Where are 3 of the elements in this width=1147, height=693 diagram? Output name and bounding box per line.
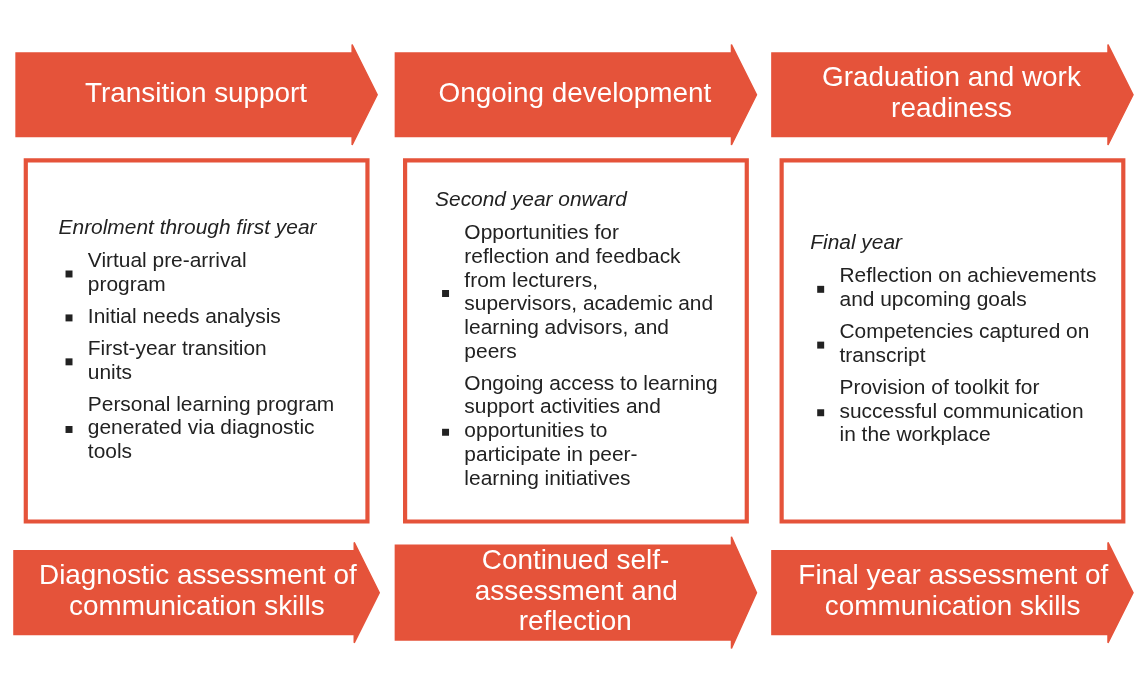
node-box: Enrolment through first year Virtual pre-arrival program Initial needs analysis First-year transition units Personal learning program generated via diagnostic tools [23,158,370,524]
node-box: Second year onward Opportunities for reflection and feedback from lecturers, supervisors, academic and learning advisors, and peers Ongoing access to learning support activities and opportunities to participate in peer-learning initiatives [403,158,749,524]
node-box: Final year Reflection on achievements and upcoming goals Competencies captured on transcript Provision of toolkit for successful communication in the workplace [779,158,1126,524]
